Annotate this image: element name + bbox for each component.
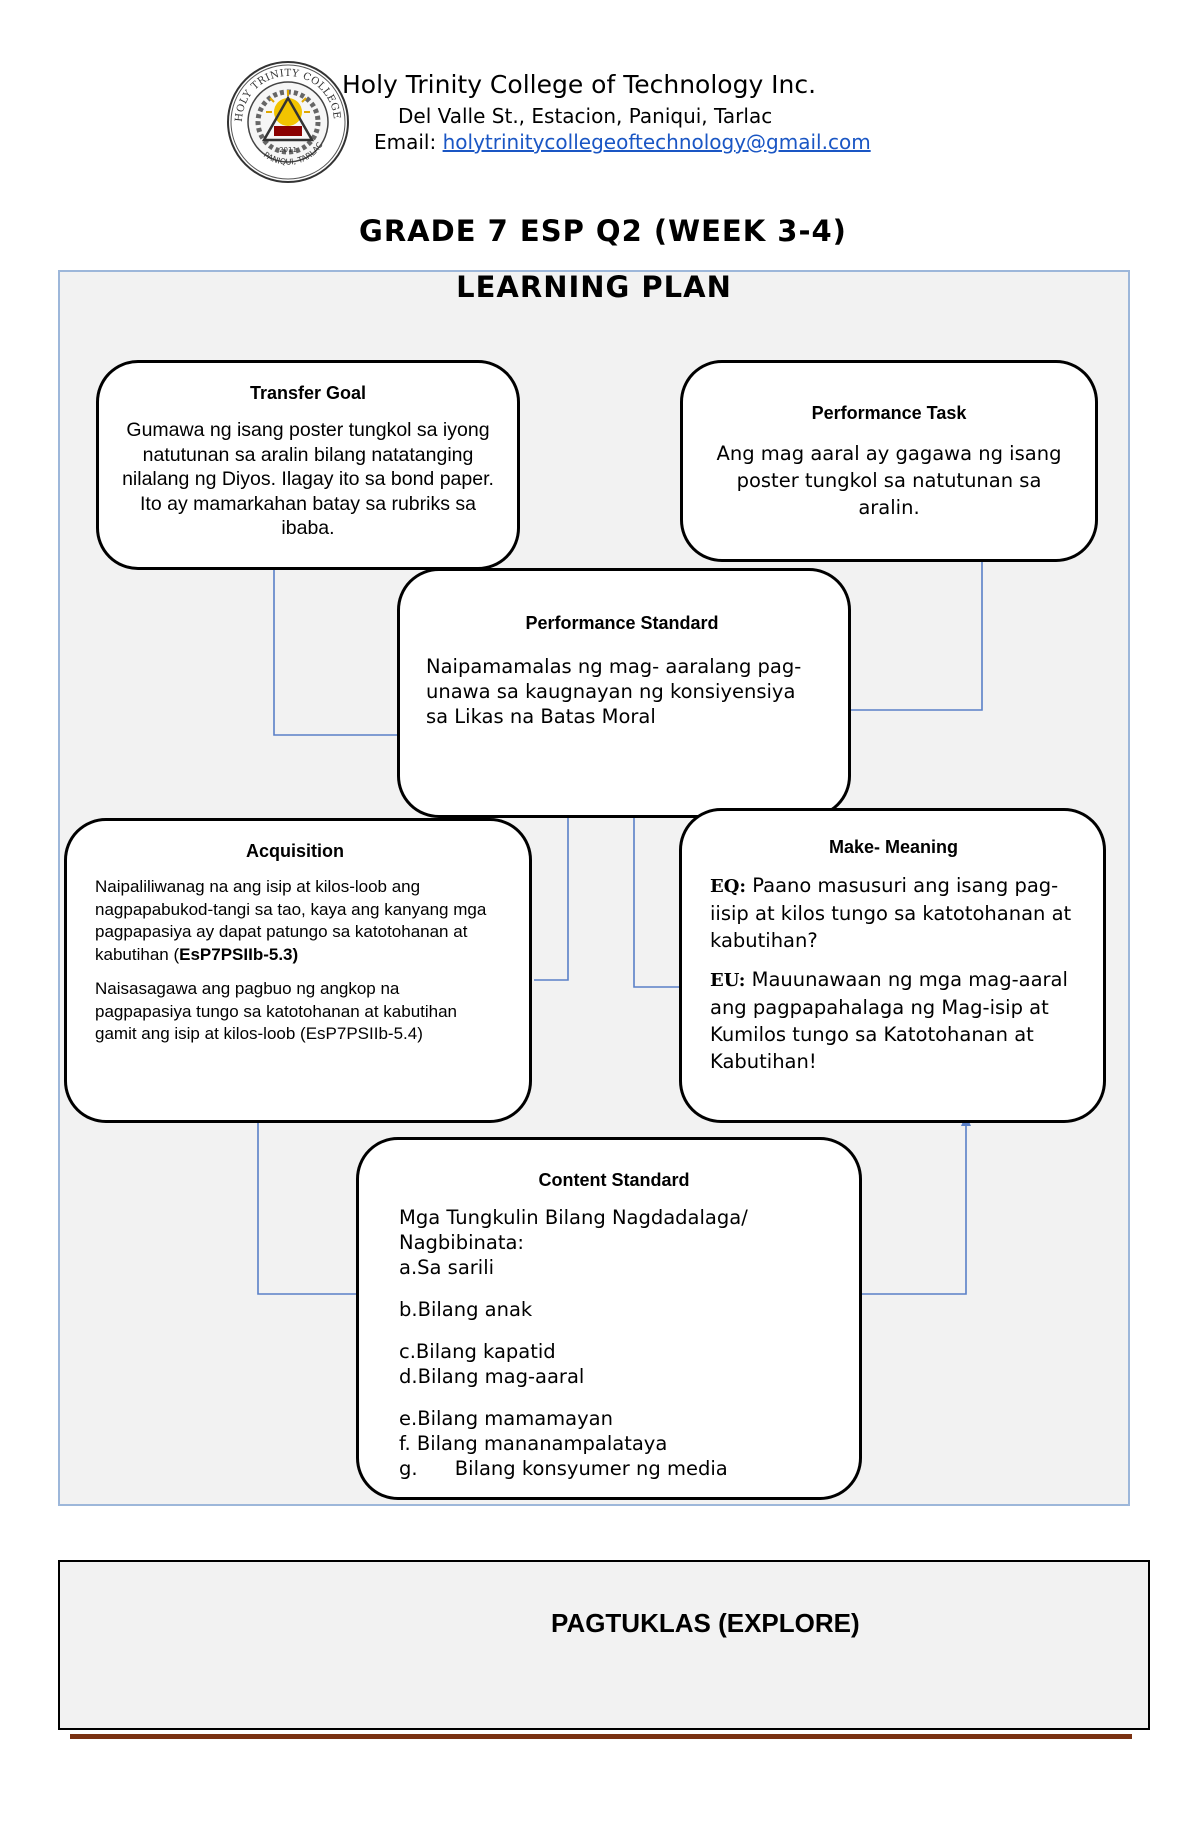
learning-plan-title: LEARNING PLAN: [456, 270, 732, 304]
make-meaning-title: Make- Meaning: [828, 837, 959, 857]
performance-standard-text: Naipamamalas ng mag- aaralang pag-unawa …: [426, 655, 802, 728]
acquisition-item-2: Naisasagawa ang pagbuo ng angkop na pagp…: [95, 979, 458, 1043]
connector-standard-to-task: [850, 555, 983, 711]
performance-standard-title: Performance Standard: [525, 613, 719, 633]
document-title: GRADE 7 ESP Q2 (WEEK 3-4): [359, 214, 847, 248]
triangle-icon: [261, 95, 315, 142]
content-item: a.Sa sarili: [399, 1256, 495, 1279]
explore-section: [58, 1560, 1150, 1730]
school-name: Holy Trinity College of Technology Inc.: [342, 70, 817, 99]
make-meaning-box: Make- Meaning EQ: Paano masusuri ang isa…: [679, 808, 1106, 1123]
content-standard-title: Content Standard: [538, 1170, 690, 1190]
email-link[interactable]: holytrinitycollegeoftechnology@gmail.com: [442, 130, 871, 154]
content-item: e.Bilang mamamayan: [399, 1407, 613, 1430]
explore-title: PAGTUKLAS (EXPLORE): [551, 1608, 860, 1638]
performance-task-text: Ang mag aaral ay gagawa ng isang poster …: [716, 442, 1062, 519]
school-address: Del Valle St., Estacion, Paniqui, Tarlac: [398, 104, 773, 128]
content-item: b.Bilang anak: [399, 1298, 533, 1321]
footer-rule: [70, 1734, 1132, 1739]
performance-task-title: Performance Task: [811, 403, 967, 423]
school-seal-logo: HOLY TRINITY COLLEGE OF TECHNOLOGY PANIQ…: [226, 60, 349, 183]
connector-content-to-make: [862, 1119, 967, 1295]
performance-task-box: Performance Task Ang mag aaral ay gagawa…: [680, 360, 1098, 562]
eq-text: Paano masusuri ang isang pag-iisip at ki…: [710, 874, 1072, 952]
content-item: g. Bilang konsyumer ng media: [399, 1457, 728, 1480]
sun-icon: [266, 90, 310, 126]
acquisition-item-1: Naipaliliwanag na ang isip at kilos-loob…: [95, 876, 495, 966]
eu-label: EU:: [710, 970, 746, 991]
content-standard-box: Content Standard Mga Tungkulin Bilang Na…: [356, 1137, 862, 1500]
transfer-goal-text: Gumawa ng isang poster tungkol sa iyong …: [122, 419, 494, 539]
book-icon: [274, 126, 302, 136]
transfer-goal-box: Transfer Goal Gumawa ng isang poster tun…: [96, 360, 520, 570]
content-item: d.Bilang mag-aaral: [399, 1365, 585, 1388]
acquisition-item-1-text: Naipaliliwanag na ang isip at kilos-loob…: [95, 877, 487, 964]
connector-standard-to-transfer: [273, 564, 398, 736]
content-item: f. Bilang mananampalataya: [399, 1432, 668, 1455]
content-standard-intro: Mga Tungkulin Bilang Nagdadalaga/ Nagbib…: [399, 1206, 748, 1254]
seal-year: 2011: [279, 146, 297, 154]
connector-acquisition-to-standard: [534, 812, 569, 981]
acquisition-item-1-code: EsP7PSIIb-5.3): [179, 944, 299, 964]
essential-question: EQ: Paano masusuri ang isang pag-iisip a…: [710, 872, 1077, 954]
transfer-goal-title: Transfer Goal: [249, 383, 367, 403]
acquisition-title: Acquisition: [246, 841, 344, 861]
school-email-line: Email: holytrinitycollegeoftechnology@gm…: [374, 130, 871, 154]
enduring-understanding: EU: Mauunawaan ng mga mag-aaral ang pagp…: [710, 966, 1077, 1075]
email-label: Email:: [374, 130, 443, 154]
eq-label: EQ:: [710, 876, 747, 897]
connector-content-to-acquisition: [257, 1103, 356, 1295]
connector-make-to-standard: [633, 812, 679, 988]
eu-text: Mauunawaan ng mga mag-aaral ang pagpapah…: [710, 968, 1068, 1073]
content-item: c.Bilang kapatid: [399, 1340, 556, 1363]
acquisition-box: Acquisition Naipaliliwanag na ang isip a…: [64, 818, 532, 1123]
performance-standard-box: Performance Standard Naipamamalas ng mag…: [397, 568, 851, 818]
